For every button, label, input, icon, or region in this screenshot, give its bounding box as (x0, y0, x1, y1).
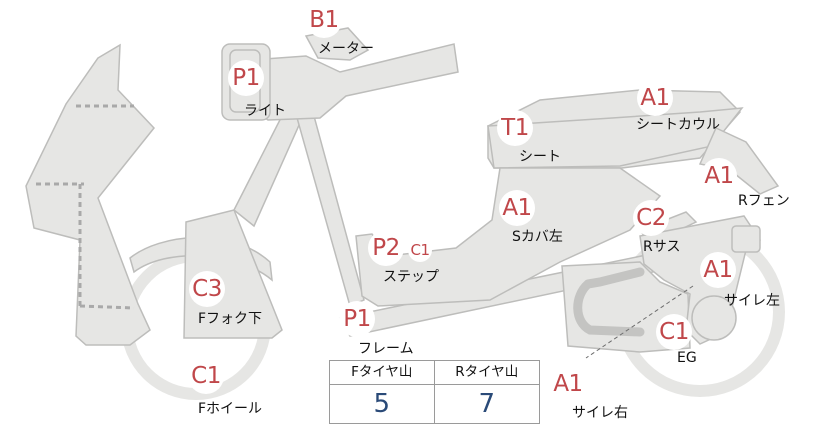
f-fork-lower-label: Fフォク下 (198, 311, 263, 327)
tire-tread-table: Fタイヤ山 Rタイヤ山 5 7 (329, 360, 540, 424)
light-code-badge: P1 (228, 60, 264, 96)
muffler-leader-line (585, 285, 694, 359)
front-tire-tread-header: Fタイヤ山 (330, 361, 435, 385)
rear-fender (698, 126, 780, 195)
rear-hub (691, 295, 737, 341)
step-code-badge: P2 (368, 230, 404, 266)
seat-code-badge: T1 (497, 110, 533, 146)
step-extra-code-badge: C1 (408, 238, 432, 262)
seat-label: シート (519, 149, 561, 165)
f-wheel-label: Fホイール (198, 401, 263, 417)
meter-code-badge: B1 (306, 2, 342, 38)
f-fork-lower-code-badge: C3 (189, 271, 225, 307)
meter-label: メーター (318, 41, 374, 57)
light-label: ライト (244, 103, 286, 119)
frame-label: フレーム (358, 341, 414, 357)
legshield-trim-lines (36, 104, 135, 310)
r-fender-label: Rフェン (738, 193, 790, 209)
engine-label: EG (677, 350, 697, 366)
r-suspension-label: Rサス (643, 239, 681, 255)
front-tire-tread-value: 5 (330, 385, 435, 423)
r-suspension-code-badge: C2 (633, 200, 669, 236)
muffler-left-code-badge: A1 (700, 252, 736, 288)
s-cover-left-label: Sカバ左 (512, 229, 563, 245)
engine-code-badge: C1 (656, 314, 692, 350)
frame-code-badge: P1 (339, 301, 375, 337)
rear-tire-tread-value: 7 (478, 389, 496, 419)
frame-tube (291, 93, 365, 308)
muffler-left-label: サイレ左 (724, 293, 780, 309)
steering-stem (233, 107, 306, 228)
muffler-right-label: サイレ右 (572, 405, 628, 421)
rear-tire-tread-header: Rタイヤ山 (434, 361, 539, 385)
chain-guard (573, 267, 645, 337)
r-fender-code-badge: A1 (701, 158, 737, 194)
s-cover-left-code-badge: A1 (499, 190, 535, 226)
seat-cowl-code-badge: A1 (637, 80, 673, 116)
f-wheel-code-badge: C1 (188, 358, 224, 394)
muffler-right-code-badge: A1 (550, 366, 586, 402)
seat-cowl-label: シートカウル (636, 117, 720, 133)
leg-shield (25, 43, 155, 346)
step-label: ステップ (383, 269, 439, 285)
muffler-tip (731, 225, 761, 253)
